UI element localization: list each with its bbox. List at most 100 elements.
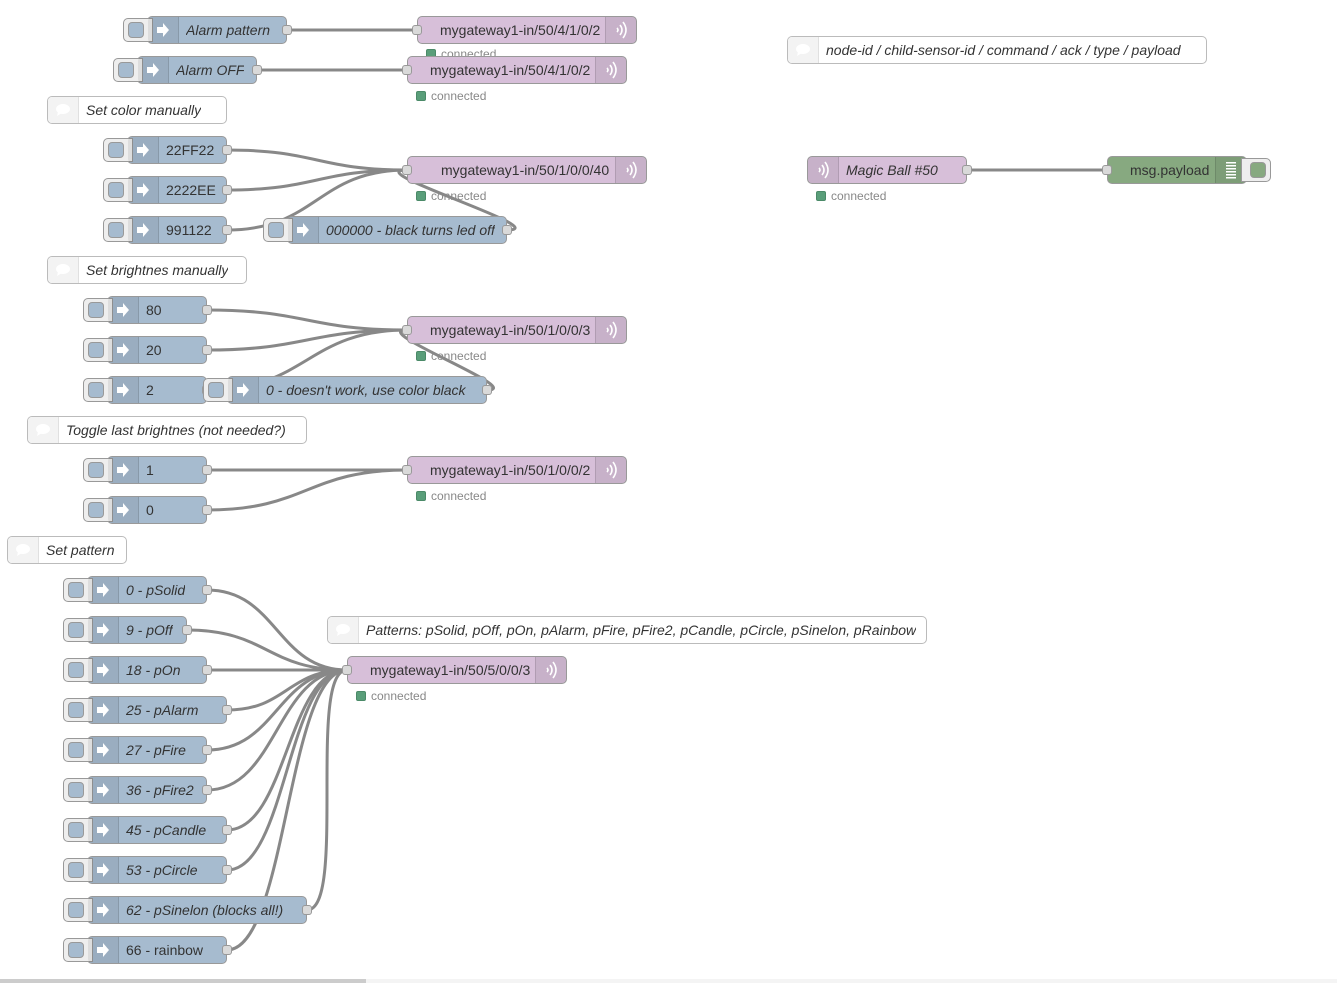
output-port[interactable]	[222, 185, 232, 195]
input-port[interactable]	[402, 65, 412, 75]
inject-trigger-button[interactable]	[203, 378, 233, 402]
mysensors-out-node[interactable]: mygateway1-in/50/1/0/0/40 connected	[402, 156, 647, 203]
inject-node[interactable]: 62 - pSinelon (blocks all!)	[63, 896, 312, 924]
comment-node-set-color[interactable]: Set color manually	[47, 96, 227, 124]
input-port[interactable]	[402, 165, 412, 175]
comment-node-set-brightness[interactable]: Set brightnes manually	[47, 256, 247, 284]
inject-trigger-button[interactable]	[63, 698, 93, 722]
inject-trigger-button[interactable]	[63, 618, 93, 642]
wire[interactable]	[206, 588, 348, 672]
debug-toggle-button[interactable]	[1241, 158, 1271, 182]
debug-node[interactable]: msg.payload	[1102, 156, 1271, 184]
scrollbar-thumb[interactable]	[0, 979, 366, 983]
inject-trigger-button[interactable]	[113, 58, 143, 82]
wire[interactable]	[226, 148, 408, 172]
output-port[interactable]	[302, 905, 312, 915]
inject-node[interactable]: 66 - rainbow	[63, 936, 232, 964]
wire[interactable]	[206, 468, 408, 512]
inject-trigger-button[interactable]	[63, 658, 93, 682]
inject-trigger-button[interactable]	[63, 898, 93, 922]
horizontal-scrollbar[interactable]	[0, 979, 1337, 983]
inject-trigger-button[interactable]	[83, 458, 113, 482]
wire[interactable]	[226, 168, 408, 192]
output-port[interactable]	[252, 65, 262, 75]
wire[interactable]	[226, 668, 348, 832]
inject-trigger-button[interactable]	[123, 18, 153, 42]
inject-trigger-button[interactable]	[103, 178, 133, 202]
wire[interactable]	[186, 628, 348, 672]
inject-trigger-button[interactable]	[83, 378, 113, 402]
inject-node[interactable]: 2	[83, 376, 212, 404]
output-port[interactable]	[222, 225, 232, 235]
output-port[interactable]	[222, 945, 232, 955]
output-port[interactable]	[182, 625, 192, 635]
output-port[interactable]	[482, 385, 492, 395]
input-port[interactable]	[342, 665, 352, 675]
inject-trigger-button[interactable]	[63, 938, 93, 962]
inject-node[interactable]: 000000 - black turns led off	[263, 216, 512, 244]
inject-node[interactable]: 45 - pCandle	[63, 816, 232, 844]
inject-trigger-button[interactable]	[83, 298, 113, 322]
inject-node[interactable]: 36 - pFire2	[63, 776, 212, 804]
inject-node[interactable]: 9 - pOff	[63, 616, 192, 644]
output-port[interactable]	[202, 785, 212, 795]
wire[interactable]	[206, 308, 408, 332]
inject-trigger-button[interactable]	[83, 338, 113, 362]
inject-trigger-button[interactable]	[63, 778, 93, 802]
output-port[interactable]	[202, 305, 212, 315]
inject-node[interactable]: 20	[83, 336, 212, 364]
inject-node-alarm-pattern[interactable]: Alarm pattern	[123, 16, 292, 44]
input-port[interactable]	[412, 25, 422, 35]
output-port[interactable]	[282, 25, 292, 35]
inject-node[interactable]: 80	[83, 296, 212, 324]
wire[interactable]	[226, 668, 348, 872]
wire[interactable]	[206, 668, 348, 792]
inject-trigger-button[interactable]	[263, 218, 293, 242]
input-port[interactable]	[402, 325, 412, 335]
inject-node[interactable]: 2222EE	[103, 176, 232, 204]
output-port[interactable]	[202, 465, 212, 475]
inject-node[interactable]: 53 - pCircle	[63, 856, 232, 884]
output-port[interactable]	[222, 705, 232, 715]
inject-node[interactable]: 25 - pAlarm	[63, 696, 232, 724]
inject-trigger-button[interactable]	[103, 138, 133, 162]
inject-trigger-button[interactable]	[103, 218, 133, 242]
inject-node[interactable]: 18 - pOn	[63, 656, 212, 684]
output-port[interactable]	[962, 165, 972, 175]
output-port[interactable]	[502, 225, 512, 235]
output-port[interactable]	[222, 825, 232, 835]
output-port[interactable]	[202, 745, 212, 755]
inject-node[interactable]: 22FF22	[103, 136, 232, 164]
inject-node[interactable]: 991122	[103, 216, 232, 244]
wire[interactable]	[226, 668, 348, 712]
inject-trigger-button[interactable]	[63, 578, 93, 602]
output-port[interactable]	[202, 345, 212, 355]
input-port[interactable]	[402, 465, 412, 475]
inject-trigger-button[interactable]	[63, 818, 93, 842]
inject-node[interactable]: 0	[83, 496, 212, 524]
inject-trigger-button[interactable]	[63, 858, 93, 882]
comment-node-toggle-brightness[interactable]: Toggle last brightnes (not needed?)	[27, 416, 307, 444]
inject-node-alarm-off[interactable]: Alarm OFF	[113, 56, 262, 84]
mysensors-out-node[interactable]: mygateway1-in/50/4/1/0/2 connected	[402, 56, 627, 103]
mysensors-out-node[interactable]: mygateway1-in/50/1/0/0/3 connected	[402, 316, 627, 363]
wire[interactable]	[206, 328, 408, 352]
mysensors-in-node[interactable]: Magic Ball #50 connected	[807, 156, 972, 203]
inject-node[interactable]: 27 - pFire	[63, 736, 212, 764]
mysensors-out-node[interactable]: mygateway1-in/50/5/0/0/3 connected	[342, 656, 567, 703]
input-port[interactable]	[1102, 165, 1112, 175]
comment-node-set-pattern[interactable]: Set pattern	[7, 536, 127, 564]
comment-node-topic-format[interactable]: node-id / child-sensor-id / command / ac…	[787, 36, 1207, 64]
inject-trigger-button[interactable]	[83, 498, 113, 522]
mysensors-out-node[interactable]: mygateway1-in/50/1/0/0/2 connected	[402, 456, 627, 503]
inject-node[interactable]: 0 - pSolid	[63, 576, 212, 604]
output-port[interactable]	[202, 585, 212, 595]
mysensors-out-node[interactable]: mygateway1-in/50/4/1/0/2 connected	[412, 16, 637, 61]
output-port[interactable]	[222, 865, 232, 875]
comment-node-patterns-list[interactable]: Patterns: pSolid, pOff, pOn, pAlarm, pFi…	[327, 616, 927, 644]
output-port[interactable]	[222, 145, 232, 155]
inject-node[interactable]: 0 - doesn't work, use color black	[203, 376, 492, 404]
wire[interactable]	[306, 668, 348, 912]
output-port[interactable]	[202, 505, 212, 515]
output-port[interactable]	[202, 665, 212, 675]
